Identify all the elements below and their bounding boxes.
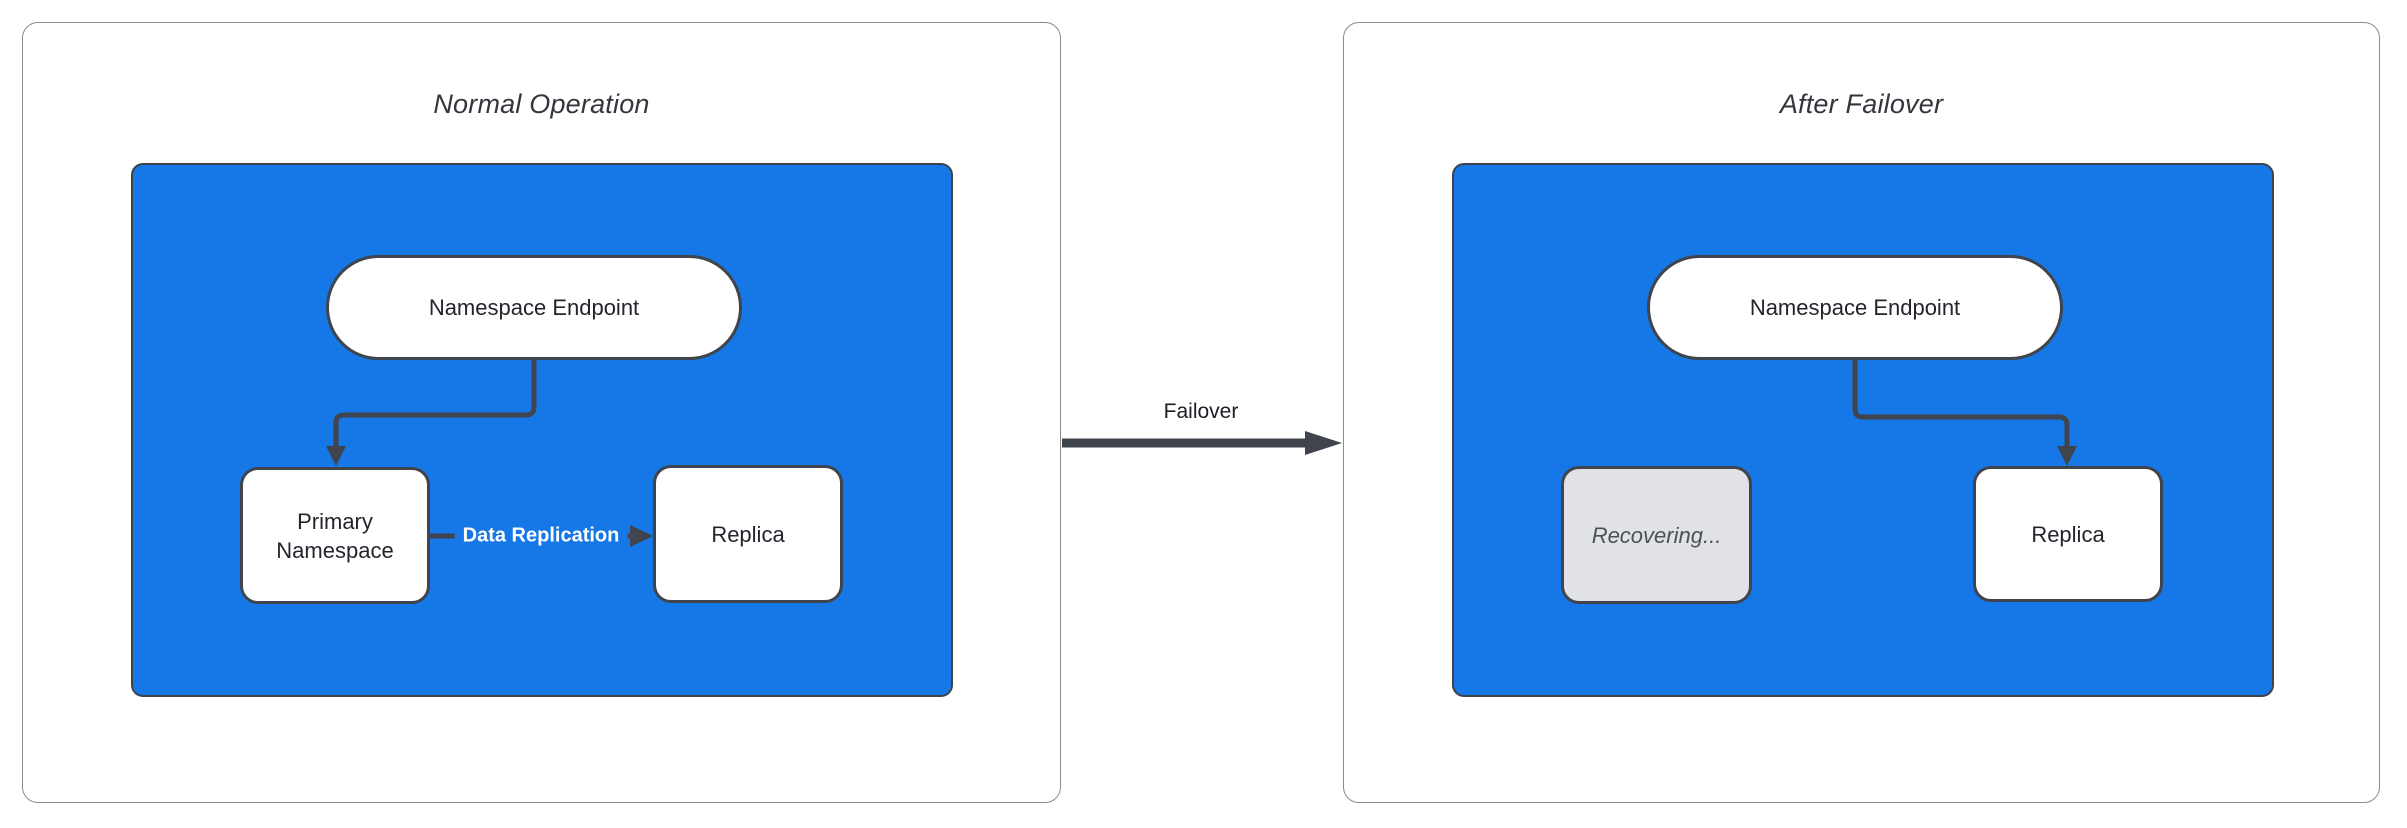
node-namespace-endpoint-failover-label: Namespace Endpoint xyxy=(1749,295,1961,320)
node-namespace-endpoint-failover: Namespace Endpoint xyxy=(1647,255,2063,360)
node-replica-failover-label: Replica xyxy=(2031,521,2105,547)
node-primary-namespace: Primary Namespace xyxy=(240,467,430,604)
edge-label-failover: Failover xyxy=(1163,400,1239,423)
cluster-after-failover xyxy=(1452,163,2274,697)
panel-title-after-failover: After Failover xyxy=(1779,89,1944,119)
arrowhead-failover xyxy=(1305,431,1342,455)
panel-title-normal-operation: Normal Operation xyxy=(433,89,650,119)
node-primary-namespace-label: Primary Namespace xyxy=(276,508,394,563)
node-namespace-endpoint-normal-label: Namespace Endpoint xyxy=(428,295,640,320)
node-namespace-endpoint-normal: Namespace Endpoint xyxy=(326,255,742,360)
node-replica-normal-label: Replica xyxy=(711,521,785,547)
edge-failover xyxy=(1062,431,1342,455)
edge-label-data-replication: Data Replication xyxy=(454,522,628,550)
node-recovering: Recovering... xyxy=(1561,466,1752,604)
node-recovering-label: Recovering... xyxy=(1591,522,1722,548)
cluster-normal-operation xyxy=(131,163,953,697)
node-replica-failover: Replica xyxy=(1973,466,2163,602)
node-replica-normal: Replica xyxy=(653,465,843,603)
